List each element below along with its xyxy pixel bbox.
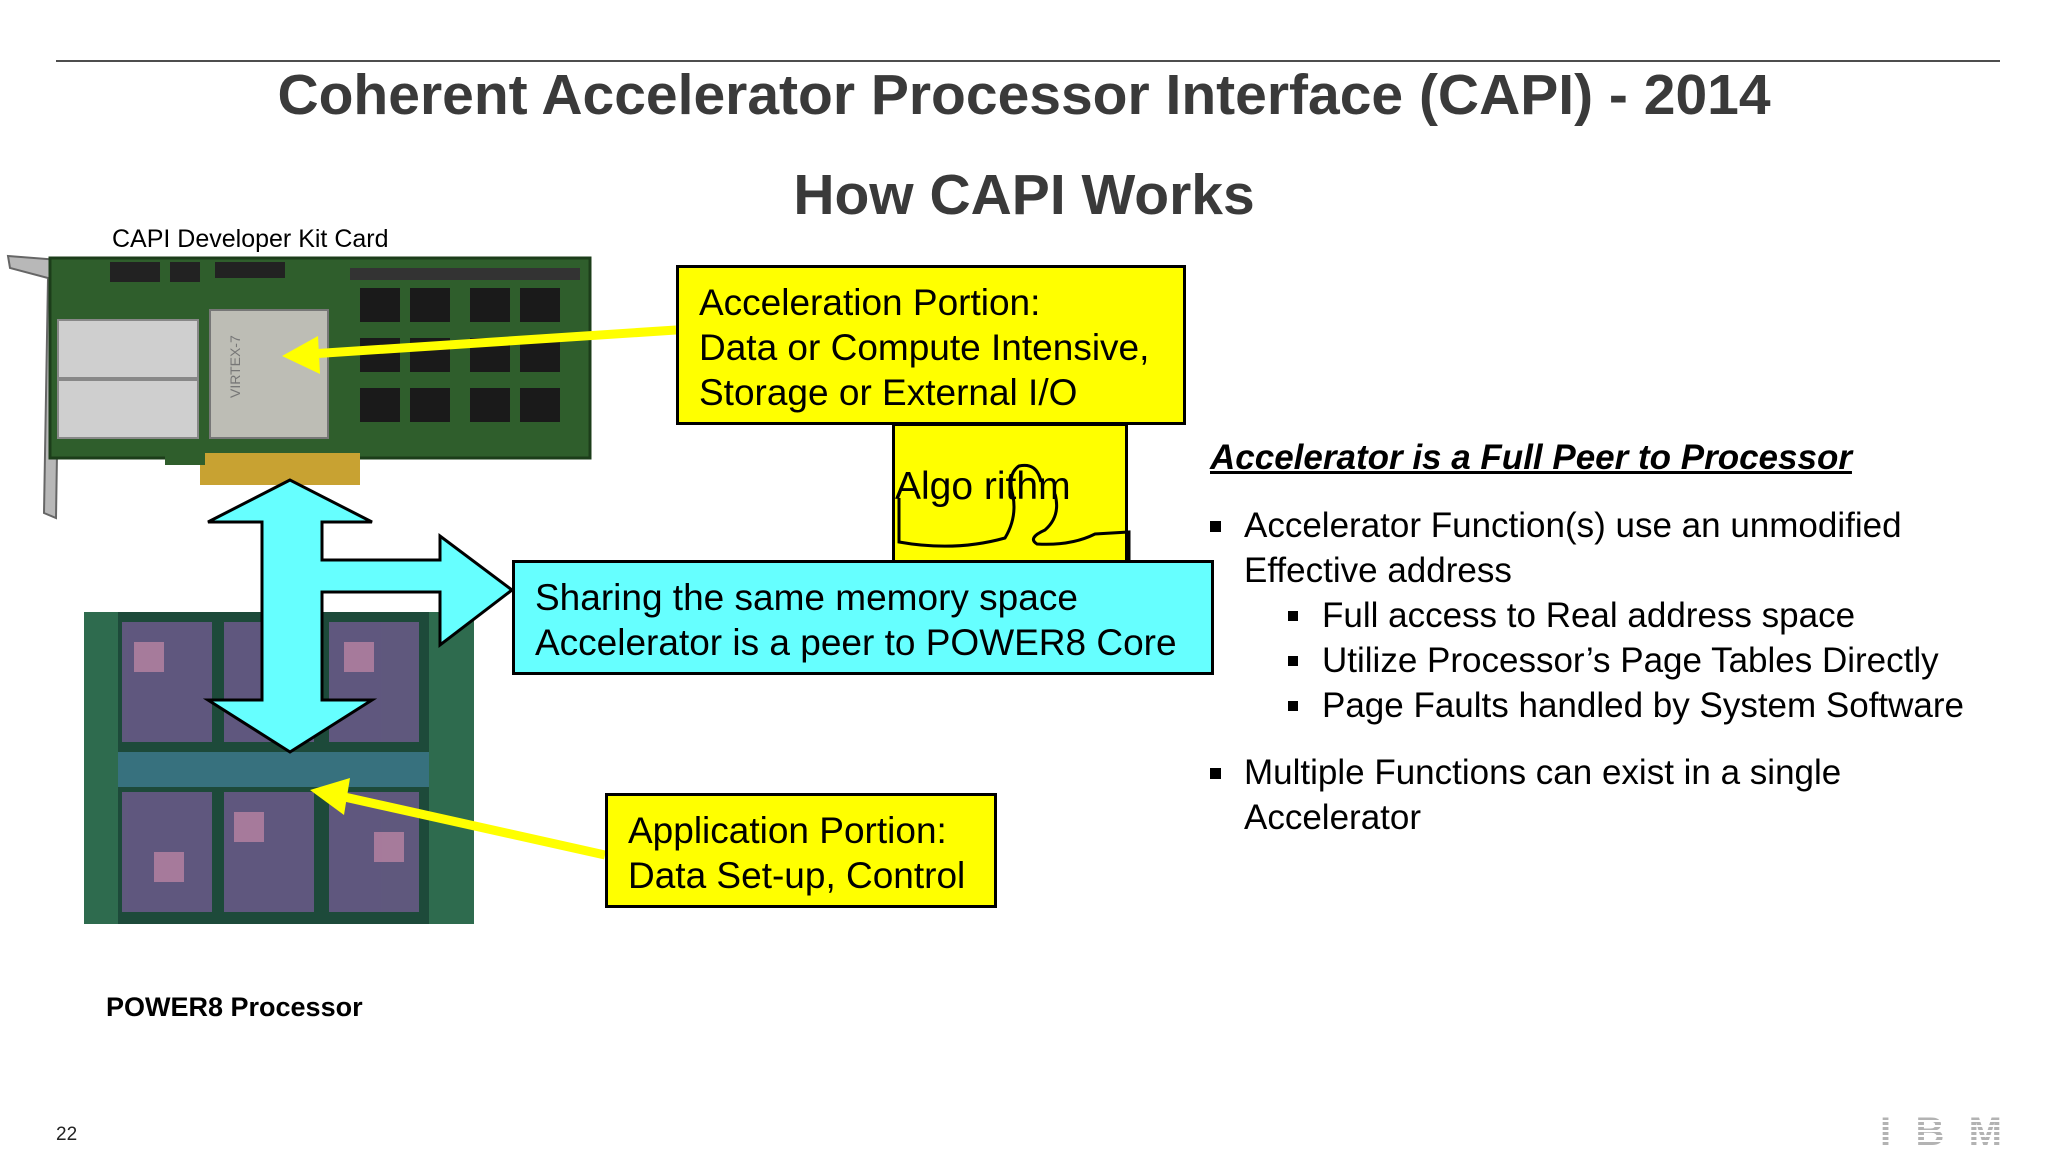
bullet-item: Accelerator Function(s) use an unmodifie… — [1210, 503, 1902, 593]
capi-card-image: VIRTEX-7 — [6, 254, 592, 520]
bullet-item: Multiple Functions can exist in a single… — [1210, 750, 1842, 840]
sub-bullet-item: Utilize Processor’s Page Tables Directly — [1288, 638, 1939, 683]
callout-line: Application Portion: — [628, 810, 947, 851]
hand-drawn-scribble — [897, 463, 1131, 566]
processor-caption: POWER8 Processor — [106, 992, 363, 1022]
memory-sharing-arrow — [202, 478, 515, 754]
callout-line: Storage or External I/O — [699, 372, 1078, 413]
bullet-line: Page Faults handled by System Software — [1322, 686, 1965, 725]
callout-line: Accelerator is a peer to POWER8 Core — [535, 622, 1177, 663]
card-caption: CAPI Developer Kit Card — [112, 225, 389, 253]
callout-line: Data or Compute Intensive, — [699, 327, 1150, 368]
top-rule — [56, 60, 2000, 62]
accel-pointer-arrow — [309, 325, 677, 359]
bullet-line: Accelerator — [1244, 798, 1422, 837]
memory-sharing-callout: Sharing the same memory space Accelerato… — [512, 560, 1214, 675]
peer-heading: Accelerator is a Full Peer to Processor — [1210, 438, 1852, 477]
bullet-icon — [1288, 701, 1298, 711]
svg-text:VIRTEX-7: VIRTEX-7 — [227, 335, 243, 398]
ibm-logo: IBM — [1880, 1112, 2002, 1146]
slide-subtitle: How CAPI Works — [793, 163, 1255, 227]
sub-bullet-item: Full access to Real address space — [1288, 593, 1856, 638]
bullet-line: Accelerator Function(s) use an unmodifie… — [1244, 506, 1902, 545]
callout-line: Acceleration Portion: — [699, 282, 1041, 323]
callout-line: Data Set-up, Control — [628, 855, 966, 896]
bullet-line: Multiple Functions can exist in a single — [1244, 753, 1842, 792]
bullet-line: Utilize Processor’s Page Tables Directly — [1322, 641, 1939, 680]
sub-bullet-item: Page Faults handled by System Software — [1288, 683, 1965, 728]
bullet-icon — [1210, 768, 1221, 779]
bullet-icon — [1288, 656, 1298, 666]
acceleration-portion-callout: Acceleration Portion: Data or Compute In… — [676, 265, 1186, 425]
application-portion-callout: Application Portion: Data Set-up, Contro… — [605, 793, 997, 908]
bullet-line: Full access to Real address space — [1322, 596, 1856, 635]
page-number: 22 — [56, 1124, 78, 1145]
svg-text:IBM: IBM — [1880, 1112, 2002, 1146]
bullet-line: Effective address — [1244, 551, 1512, 590]
bullet-icon — [1210, 521, 1221, 532]
algorithm-label: Algo rithm — [895, 465, 1071, 508]
callout-line: Sharing the same memory space — [535, 577, 1078, 618]
app-pointer-arrow — [339, 791, 606, 860]
slide-title: Coherent Accelerator Processor Interface… — [277, 63, 1771, 127]
algorithm-box: Algo rithm — [892, 423, 1131, 566]
bullet-icon — [1288, 611, 1298, 621]
